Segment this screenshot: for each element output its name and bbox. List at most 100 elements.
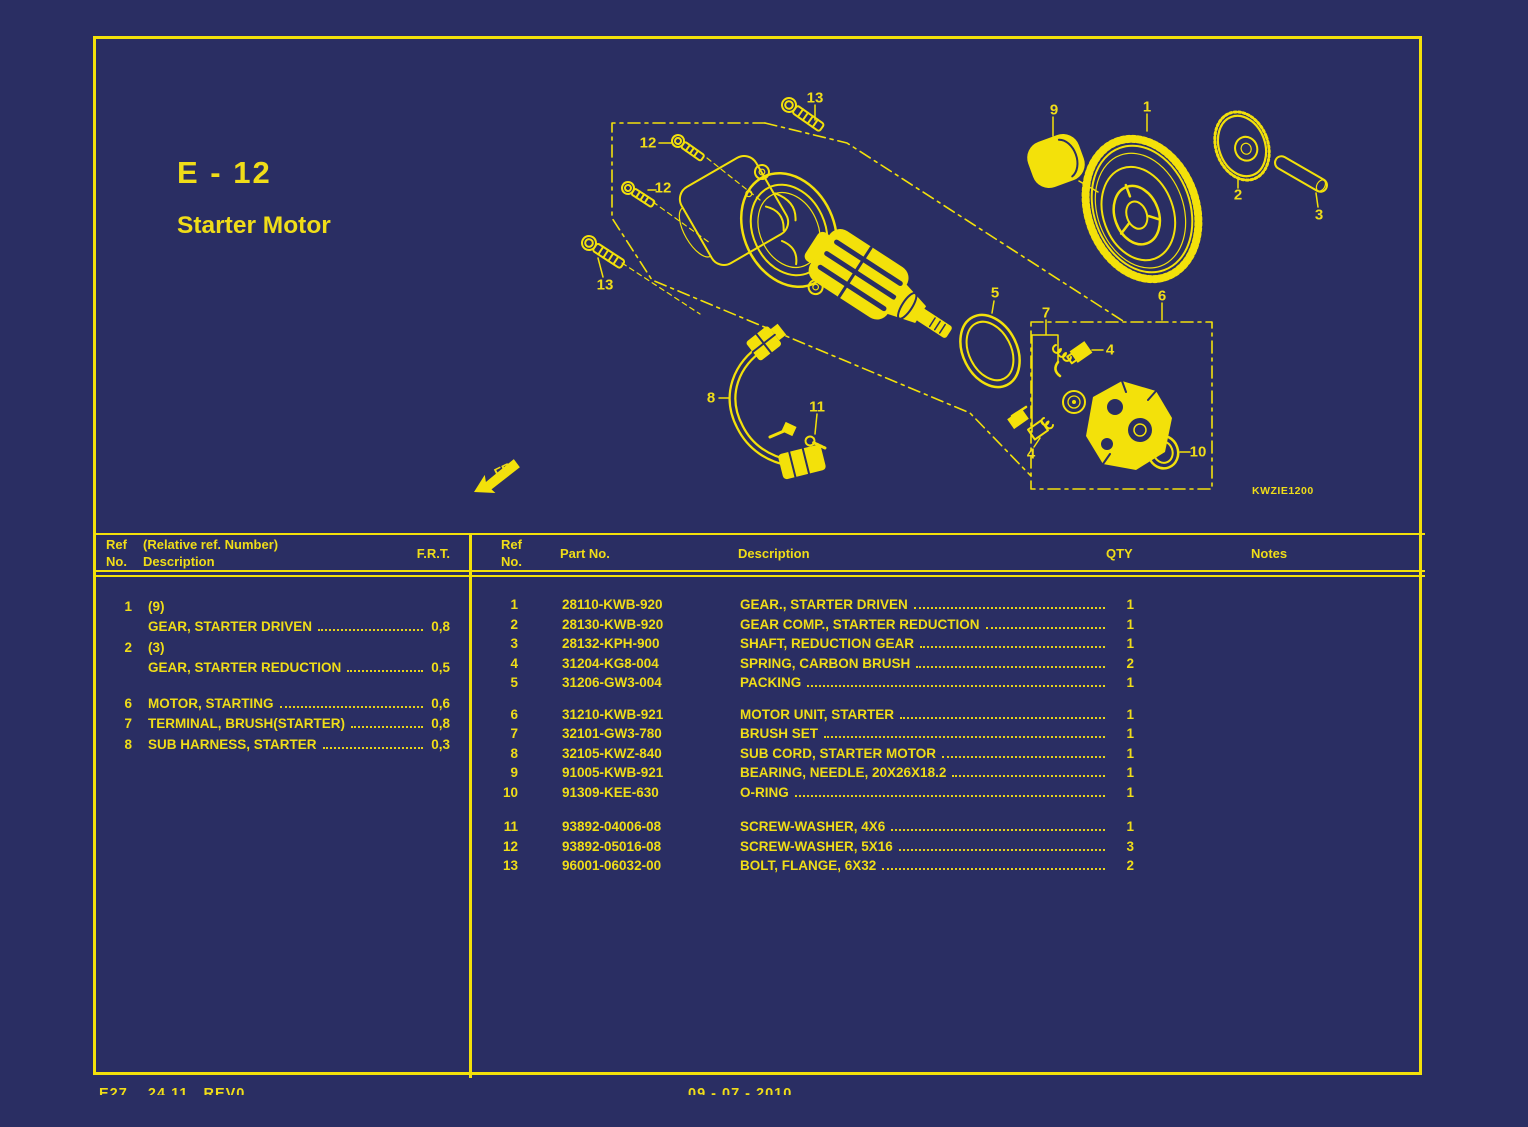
ref-no: 11 <box>503 819 518 835</box>
screw-washer-4x6-drawing <box>804 435 828 451</box>
part-no: 28110-KWB-920 <box>562 597 663 613</box>
qty-value: 1 <box>1126 706 1134 722</box>
desc-cell: O-RING <box>712 785 1108 800</box>
end-cover-drawing <box>1086 380 1172 470</box>
part-no: 93892-05016-08 <box>562 838 662 854</box>
desc-text: O-RING <box>740 784 789 800</box>
part-no-header: Part No. <box>560 546 610 561</box>
hdr-ref-1: Ref <box>106 537 127 552</box>
frt-value: 0,8 <box>431 716 450 732</box>
desc-cell: SHAFT, REDUCTION GEAR <box>712 636 1108 651</box>
part-no: 31204-KG8-004 <box>562 655 659 671</box>
brush-spring-upper-drawing <box>1052 341 1093 378</box>
callout-label-2: 2 <box>1233 186 1243 204</box>
dotted-leader <box>942 755 1105 758</box>
dotted-leader <box>985 626 1105 629</box>
desc-cell: SCREW-WASHER, 4X6 <box>712 819 1108 834</box>
qty-value: 1 <box>1126 765 1134 781</box>
hdr-rel: (Relative ref. Number) <box>143 537 279 552</box>
hdr-ref-1: Ref <box>501 537 522 552</box>
brush-spring-lower-drawing <box>1007 405 1054 441</box>
motor-unit-dashed-box <box>1030 321 1213 490</box>
hdr-desc: Description <box>143 553 215 569</box>
callout-label-13: 13 <box>806 89 824 107</box>
qty-value: 1 <box>1126 745 1134 761</box>
desc-text: GEAR., STARTER DRIVEN <box>740 597 908 613</box>
desc-text: BEARING, NEEDLE, 20X26X18.2 <box>740 765 947 781</box>
screw-washer-top-drawing <box>668 131 708 165</box>
qty-value: 1 <box>1126 819 1134 835</box>
desc-cell: BEARING, NEEDLE, 20X26X18.2 <box>712 765 1108 780</box>
dotted-leader <box>920 645 1105 649</box>
frt-value: 0,5 <box>431 660 450 676</box>
ref-no: 8 <box>124 736 132 752</box>
table-row: GEAR, STARTER DRIVEN 0,8 <box>96 617 468 638</box>
dotted-leader <box>279 705 423 708</box>
desc-text: SHAFT, REDUCTION GEAR <box>740 636 915 652</box>
dotted-leader <box>322 746 423 749</box>
desc-text: SUB HARNESS, STARTER <box>148 736 317 752</box>
desc-cell: BOLT, FLANGE, 6X32 <box>712 858 1108 873</box>
desc-cell: MOTOR UNIT, STARTER <box>712 707 1108 722</box>
part-no: 32105-KWZ-840 <box>562 745 662 761</box>
flange-bolt-left-drawing <box>578 232 628 272</box>
hdr-ref-2: No. <box>106 553 127 569</box>
desc-text: GEAR COMP., STARTER REDUCTION <box>740 616 980 632</box>
armature-drawing <box>804 229 952 338</box>
dotted-leader <box>898 848 1105 851</box>
ref-no: 8 <box>510 745 518 761</box>
part-no: 91309-KEE-630 <box>562 784 659 800</box>
notes-header: Notes <box>1251 546 1288 561</box>
qty-value: 3 <box>1126 838 1134 854</box>
desc-cell: GEAR., STARTER DRIVEN <box>712 597 1108 612</box>
desc-text: GEAR, STARTER DRIVEN <box>148 619 313 635</box>
dotted-leader <box>807 684 1105 688</box>
desc-cell: SCREW-WASHER, 5X16 <box>712 839 1108 854</box>
callout-label-1: 1 <box>1142 98 1152 116</box>
callout-label-8: 8 <box>706 389 716 407</box>
callout-label-4: 4 <box>1105 341 1115 359</box>
ref-no: 3 <box>510 636 518 652</box>
frt-header: F.R.T. <box>416 546 450 561</box>
footer-left: E27 24 11 REV0 <box>99 1086 246 1095</box>
table-top-rule <box>96 533 1425 535</box>
qty-value: 1 <box>1126 597 1134 613</box>
dotted-leader <box>913 606 1105 610</box>
table-row: 1 (9) <box>96 596 468 617</box>
desc-cell: GEAR, STARTER REDUCTION <box>132 660 426 675</box>
bearing-grommet-drawing <box>1062 390 1086 414</box>
diagram-code: KWZIE1200 <box>1252 485 1314 497</box>
qty-value: 1 <box>1126 616 1134 632</box>
desc-cell: GEAR, STARTER DRIVEN <box>132 619 426 634</box>
desc-text: BRUSH SET <box>740 726 819 742</box>
table-row: 2 28130-KWB-920 GEAR COMP., STARTER REDU… <box>472 615 1426 635</box>
description-header: Description <box>738 546 810 561</box>
table-row: 6 31210-KWB-921 MOTOR UNIT, STARTER 1 <box>472 705 1426 725</box>
frt-value: 0,8 <box>431 619 450 635</box>
ref-no: 12 <box>502 838 518 854</box>
dotted-leader <box>900 716 1105 719</box>
desc-text: TERMINAL, BRUSH(STARTER) <box>148 716 345 732</box>
part-no: 28130-KWB-920 <box>562 616 664 632</box>
table-row: 12 93892-05016-08 SCREW-WASHER, 5X16 3 <box>472 837 1426 857</box>
callout-label-10: 10 <box>1189 443 1207 461</box>
desc-cell: SUB HARNESS, STARTER <box>132 737 426 752</box>
desc-text: PACKING <box>740 675 802 691</box>
desc-text: MOTOR, STARTING <box>148 695 274 711</box>
table-row: 4 31204-KG8-004 SPRING, CARBON BRUSH 2 <box>472 654 1426 674</box>
desc-text: MOTOR UNIT, STARTER <box>740 706 894 722</box>
part-no: 31206-GW3-004 <box>562 675 662 691</box>
callout-label-12: 12 <box>654 179 672 197</box>
relative-ref: (9) <box>148 598 165 614</box>
ref-no: 7 <box>510 726 518 742</box>
table-row: 7 32101-GW3-780 BRUSH SET 1 <box>472 724 1426 744</box>
table-row: 10 91309-KEE-630 O-RING 1 <box>472 783 1426 803</box>
table-row: GEAR, STARTER REDUCTION 0,5 <box>96 658 468 679</box>
section-code: E - 12 <box>177 155 272 190</box>
screw-washer-left-drawing <box>618 178 658 211</box>
callout-label-5: 5 <box>990 284 1000 302</box>
